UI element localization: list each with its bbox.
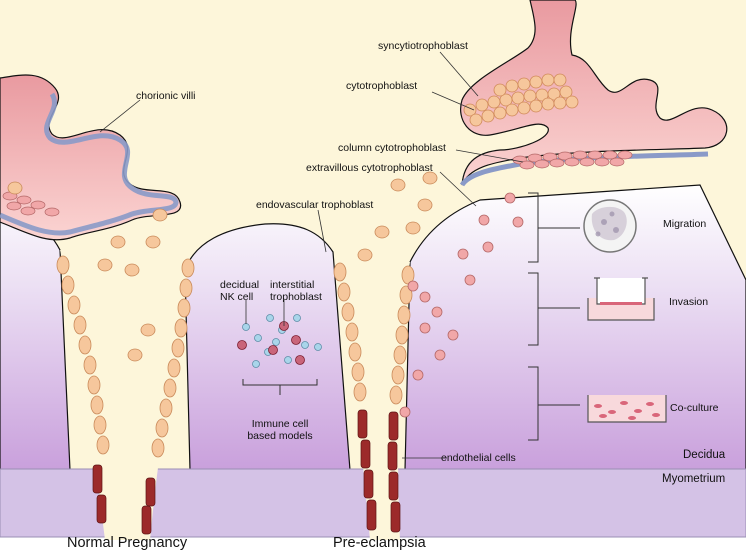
migration-assay-icon [583, 199, 637, 253]
label-co-culture: Co-culture [670, 402, 719, 414]
normal-spiral-artery [60, 250, 190, 540]
label-decidual-nk-cell: decidual NK cell [220, 279, 259, 303]
label-interstitial-line2: trophoblast [270, 291, 322, 303]
invasion-assay-icon [587, 277, 655, 321]
column-cytotrophoblast [512, 150, 633, 170]
label-decidual-nk-line2: NK cell [220, 291, 254, 303]
label-column-cytotrophoblast: column cytotrophoblast [338, 142, 446, 154]
label-pre-eclampsia: Pre-eclampsia [333, 535, 426, 551]
label-extravillous-cytotrophoblast: extravillous cytotrophoblast [306, 162, 433, 174]
label-interstitial-trophoblast: interstitial trophoblast [270, 279, 322, 303]
leader-lines [99, 51, 524, 459]
label-myometrium: Myometrium [662, 473, 726, 485]
label-migration: Migration [663, 218, 707, 230]
label-decidual-nk-line1: decidual [220, 279, 260, 291]
label-decidua: Decidua [683, 449, 726, 461]
right-chorionic-villus [460, 0, 728, 186]
label-interstitial-line1: interstitial [270, 279, 315, 291]
label-normal-pregnancy: Normal Pregnancy [67, 535, 188, 551]
model-brackets [242, 192, 580, 441]
label-immune-models: Immune cell based models [245, 418, 315, 442]
coculture-assay-icon [587, 395, 667, 423]
label-cytotrophoblast: cytotrophoblast [346, 80, 418, 92]
normal-endovascular-trophoblast [56, 255, 195, 458]
cytotrophoblast-cluster [463, 73, 579, 127]
label-invasion: Invasion [669, 296, 709, 308]
shallow-invading-trophoblasts [399, 192, 524, 418]
label-endovascular-trophoblast: endovascular trophoblast [256, 199, 374, 211]
label-immune-line2: based models [247, 430, 313, 442]
label-chorionic-villi: chorionic villi [136, 90, 196, 102]
left-villus-membrane [0, 92, 179, 236]
label-immune-line1: Immune cell [251, 418, 309, 430]
floating-trophoblasts [7, 171, 438, 362]
label-syncytiotrophoblast: syncytiotrophoblast [378, 40, 468, 52]
preeclampsia-endovascular-trophoblast [333, 262, 415, 405]
label-endothelial-cells: endothelial cells [441, 452, 516, 464]
preeclampsia-endothelial-cells [357, 409, 401, 533]
normal-endothelial-cells [92, 464, 156, 535]
